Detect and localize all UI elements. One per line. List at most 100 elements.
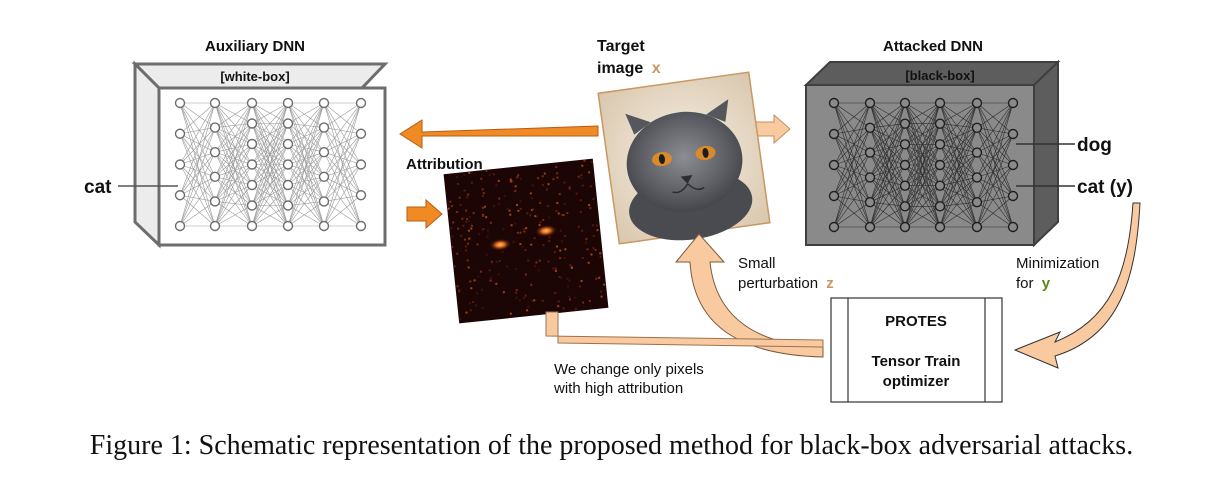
network-edge: [287, 127, 325, 165]
attribution-speckle: [559, 249, 562, 252]
network-node: [246, 159, 258, 170]
network-edge: [323, 102, 362, 227]
attribution-speckle: [530, 196, 533, 200]
network-node: [828, 159, 840, 171]
network-edge: [976, 133, 1014, 153]
network-edge: [939, 164, 978, 228]
network-edge: [939, 102, 978, 145]
attribution-speckle: [517, 209, 520, 212]
attribution-speckle: [508, 209, 511, 212]
attribution-speckle: [488, 173, 491, 176]
network-edge: [939, 127, 978, 145]
network-node: [934, 97, 946, 109]
network-edge: [323, 102, 362, 134]
attribution-speckle: [467, 219, 470, 223]
network-edge: [904, 206, 941, 228]
protes-title: PROTES: [885, 313, 947, 330]
to-attribution-arrow: [406, 198, 443, 230]
network-edge: [869, 102, 906, 153]
attribution-speckle: [483, 205, 486, 208]
network-edge: [939, 102, 978, 207]
attribution-speckle: [552, 177, 555, 181]
network-edge: [287, 123, 325, 202]
svg-text:perturbation z: perturbation z: [738, 275, 834, 292]
attribution-speckle: [599, 255, 602, 258]
network-node: [318, 171, 330, 183]
attribution-speckle: [557, 212, 560, 215]
attribution-speckle: [481, 206, 485, 209]
attribution-speckle: [470, 287, 473, 290]
attribution-speckle: [467, 229, 471, 232]
attribution-speckle: [530, 243, 533, 246]
attribution-speckle: [594, 248, 597, 252]
attribution-speckle: [581, 164, 584, 167]
network-node: [209, 171, 221, 183]
network-edge: [939, 102, 978, 228]
attribution-speckle: [556, 172, 559, 175]
attribution-speckle: [595, 224, 598, 227]
network-edge: [833, 164, 871, 178]
attribution-speckle: [517, 174, 520, 177]
attribution-speckle: [569, 264, 572, 267]
network-edge: [869, 152, 906, 166]
network-edge: [323, 102, 362, 153]
network-node: [971, 172, 983, 183]
network-edge: [869, 164, 906, 228]
attribution-speckle: [581, 184, 584, 187]
network-node: [246, 200, 258, 211]
network-edge: [833, 152, 871, 228]
attribution-speckle: [589, 207, 592, 210]
network-edge: [214, 176, 253, 186]
attribution-speckle: [531, 184, 534, 187]
attribution-speckle: [471, 224, 474, 227]
protes-line2: optimizer: [883, 373, 950, 390]
attribution-speckle: [548, 236, 551, 239]
network-edge: [287, 164, 325, 227]
attribution-speckle: [464, 249, 468, 252]
attribution-speckle: [451, 235, 454, 238]
network-node: [971, 196, 983, 208]
network-node: [864, 147, 876, 158]
to-black-box-arrow: [754, 113, 791, 145]
network-node: [355, 128, 367, 139]
attribution-speckle: [475, 304, 478, 307]
attribution-speckle: [459, 203, 462, 206]
network-edge: [869, 164, 906, 178]
attribution-speckle: [469, 280, 472, 283]
network-edge: [939, 152, 978, 207]
network-edge: [904, 102, 941, 228]
network-edge: [939, 144, 978, 203]
network-edge: [869, 102, 906, 129]
attribution-speckle: [522, 297, 525, 300]
network-edge: [833, 127, 871, 197]
attribution-speckle: [509, 178, 512, 181]
network-edge: [323, 102, 362, 202]
attribution-speckle: [554, 267, 558, 270]
attribution-speckle: [469, 309, 472, 312]
attribution-speckle: [523, 228, 526, 231]
network-edge: [869, 185, 906, 228]
network-edge: [833, 102, 871, 135]
attribution-speckle: [455, 210, 459, 214]
attribution-speckle: [480, 177, 483, 180]
network-edge: [323, 176, 362, 196]
minimization-line1: Minimization: [1016, 255, 1099, 272]
network-edge: [904, 102, 941, 186]
network-edge: [939, 164, 978, 178]
attribution-speckle: [486, 235, 489, 238]
network-edge: [214, 176, 253, 206]
network-edge: [976, 102, 1014, 153]
attribution-speckle: [530, 299, 534, 302]
attribution-speckle: [459, 317, 462, 321]
target-var-x: x: [652, 60, 661, 77]
attribution-speckle: [535, 261, 538, 264]
network-edge: [251, 102, 289, 124]
attribution-speckle: [464, 245, 468, 248]
network-node: [282, 97, 294, 109]
attribution-speckle: [537, 269, 540, 272]
attribution-noise: [447, 159, 606, 321]
network-edge: [287, 123, 325, 227]
attribution-speckle: [447, 207, 450, 210]
network-node: [899, 221, 911, 233]
network-edge: [179, 133, 216, 153]
